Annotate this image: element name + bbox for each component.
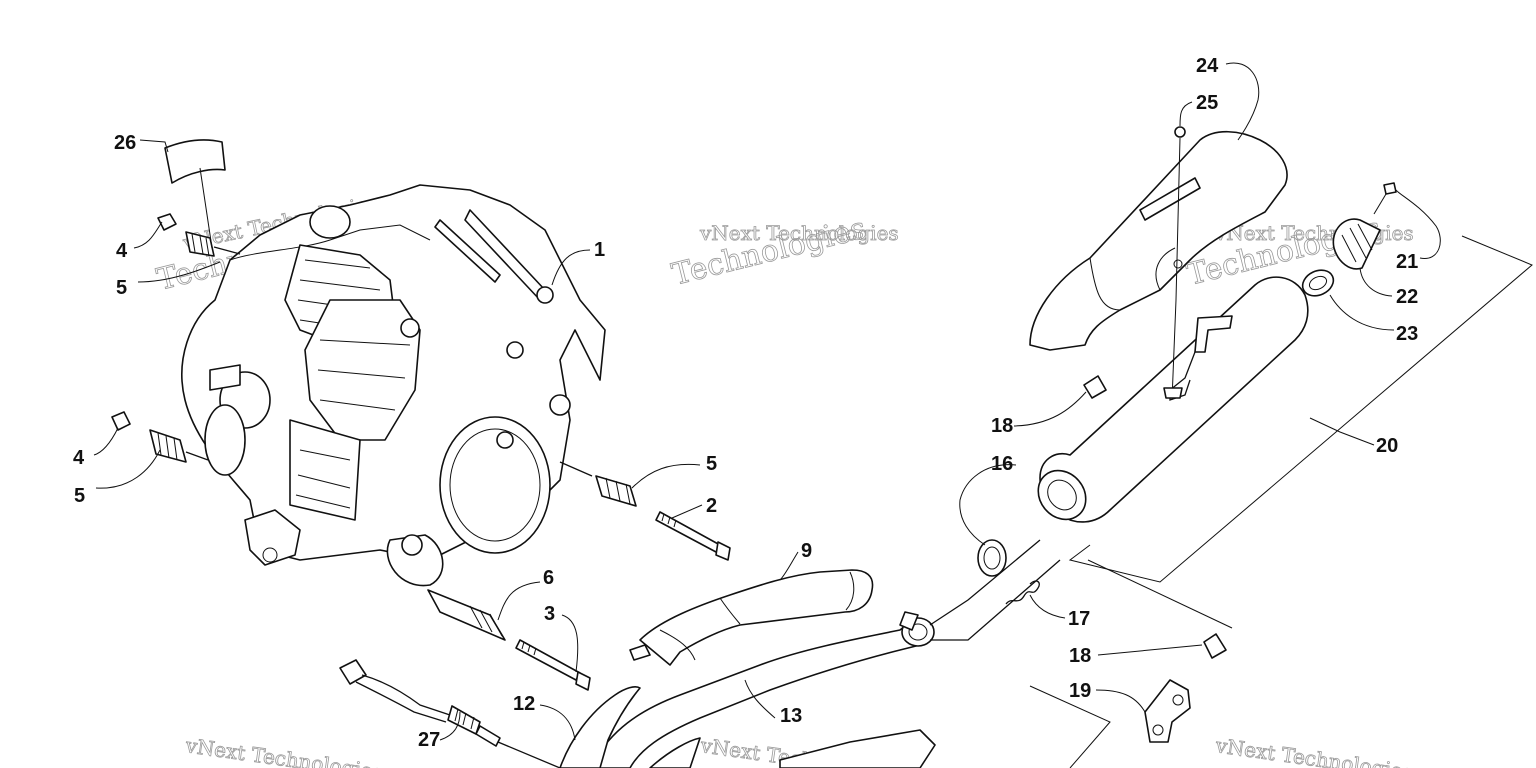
- assembly-outline: [1029, 235, 1533, 768]
- callout-25: 25: [1196, 92, 1218, 114]
- shield-part-12: [559, 686, 641, 768]
- grommet-part-18-upper: [1083, 375, 1107, 399]
- gasket-part-23: [1301, 269, 1335, 297]
- watermark-text: vNext Technologies: [1213, 733, 1414, 768]
- callout-19: 19: [1069, 680, 1091, 702]
- callout-20: 20: [1376, 435, 1398, 457]
- engine-block: [181, 184, 606, 587]
- watermark-text: vNext Technologies: [1214, 221, 1414, 245]
- grommet-part-18-lower: [1203, 633, 1227, 659]
- callout-12: 12: [513, 693, 535, 715]
- bolt-part-3: [515, 639, 591, 691]
- callout-labels: 26 4 5 4 5 1 5 2 6 3 9 12 13 27 16 17 18…: [73, 55, 1418, 751]
- callout-1: 1: [594, 239, 605, 261]
- callout-16: 16: [991, 453, 1013, 475]
- callout-5: 5: [116, 277, 127, 299]
- watermark-text: vNext Technologies: [699, 221, 899, 245]
- spark-arrestor-part-22: [1332, 218, 1381, 270]
- callout-4: 4: [73, 447, 85, 469]
- callout-2: 2: [706, 495, 717, 517]
- callout-24: 24: [1196, 55, 1219, 77]
- bolt-part-2: [655, 511, 731, 561]
- callout-6: 6: [543, 567, 554, 589]
- callout-22: 22: [1396, 286, 1418, 308]
- callout-5: 5: [706, 453, 717, 475]
- leader-lines: [93, 62, 1441, 741]
- stud-lower-left: [111, 411, 209, 463]
- stud-part-6: [427, 589, 506, 641]
- callout-18: 18: [991, 415, 1013, 437]
- stud-right: [559, 461, 637, 507]
- callout-13: 13: [780, 705, 802, 727]
- callout-27: 27: [418, 729, 440, 751]
- callout-21: 21: [1396, 251, 1418, 273]
- callout-9: 9: [801, 540, 812, 562]
- mid-pipe: [929, 539, 1061, 641]
- callout-26: 26: [114, 132, 136, 154]
- lower-shield: [649, 729, 936, 768]
- gasket-part-16: [977, 539, 1007, 577]
- screw-part-21: [1373, 182, 1397, 215]
- callout-18: 18: [1069, 645, 1091, 667]
- sensor-part-27: [339, 659, 561, 768]
- callout-17: 17: [1068, 608, 1090, 630]
- callout-4: 4: [116, 240, 128, 262]
- callout-23: 23: [1396, 323, 1418, 345]
- head-pipe-part-13: [589, 611, 935, 768]
- muffler-part-20: [1037, 276, 1309, 523]
- bracket-part-19: [1144, 679, 1191, 743]
- screw-part-25: [1163, 126, 1186, 401]
- heat-shield-part-9: [629, 569, 874, 666]
- callout-5: 5: [74, 485, 85, 507]
- watermark-text: vNext Technologies: [183, 733, 384, 768]
- spring-part-17: [1005, 580, 1040, 605]
- callout-3: 3: [544, 603, 555, 625]
- heat-shield-part-24: [1029, 130, 1288, 351]
- gasket-part-26: [164, 139, 226, 184]
- stud-upper-left: [157, 213, 241, 257]
